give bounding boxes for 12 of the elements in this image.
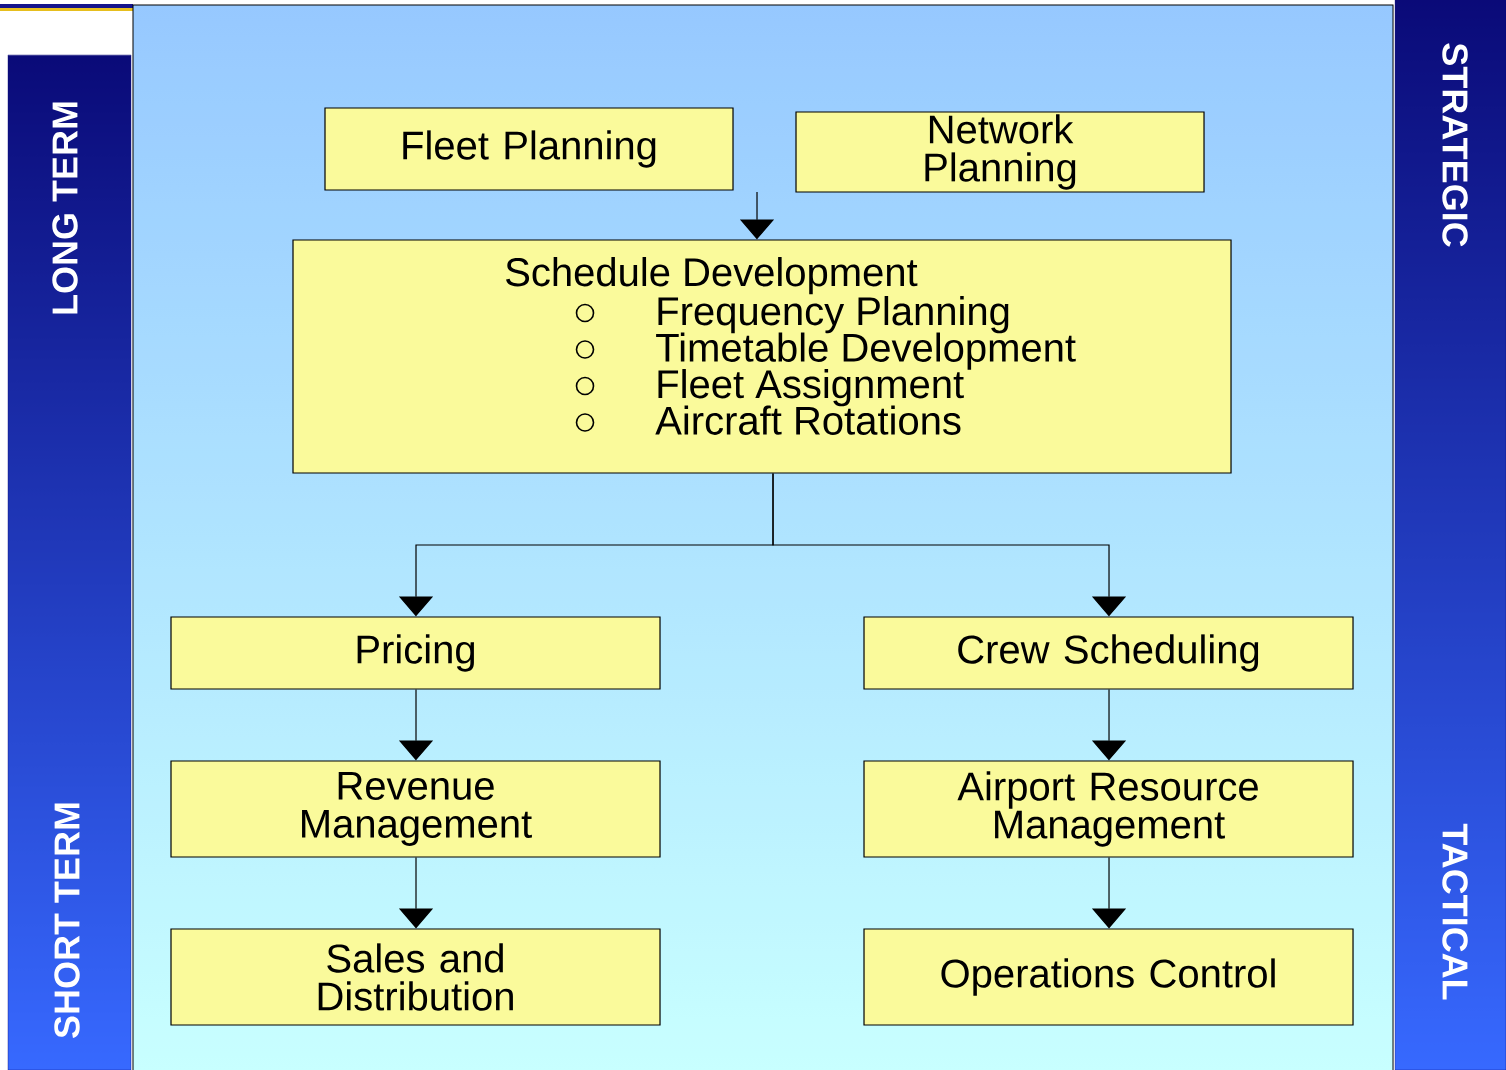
process-box: Sales and Distribution — [170, 928, 661, 1026]
process-box: Airport Resource Management — [863, 760, 1354, 858]
process-box: Pricing — [170, 616, 661, 690]
schedule-box: Schedule Development Frequency Planning Timetable Development Fleet Assignment Aircraft Rotations — [292, 239, 1232, 474]
process-box: Crew Scheduling — [863, 616, 1354, 690]
process-box: Fleet Planning — [324, 107, 734, 191]
process-box: Revenue Management — [170, 760, 661, 858]
side-band: LONG TERM SHORT TERM — [7, 54, 132, 1070]
side-band: STRATEGIC TACTICAL — [1394, 0, 1506, 1070]
arrow — [772, 473, 1127, 617]
process-box: Network Planning — [795, 111, 1205, 193]
process-box: Operations Control — [863, 928, 1354, 1026]
